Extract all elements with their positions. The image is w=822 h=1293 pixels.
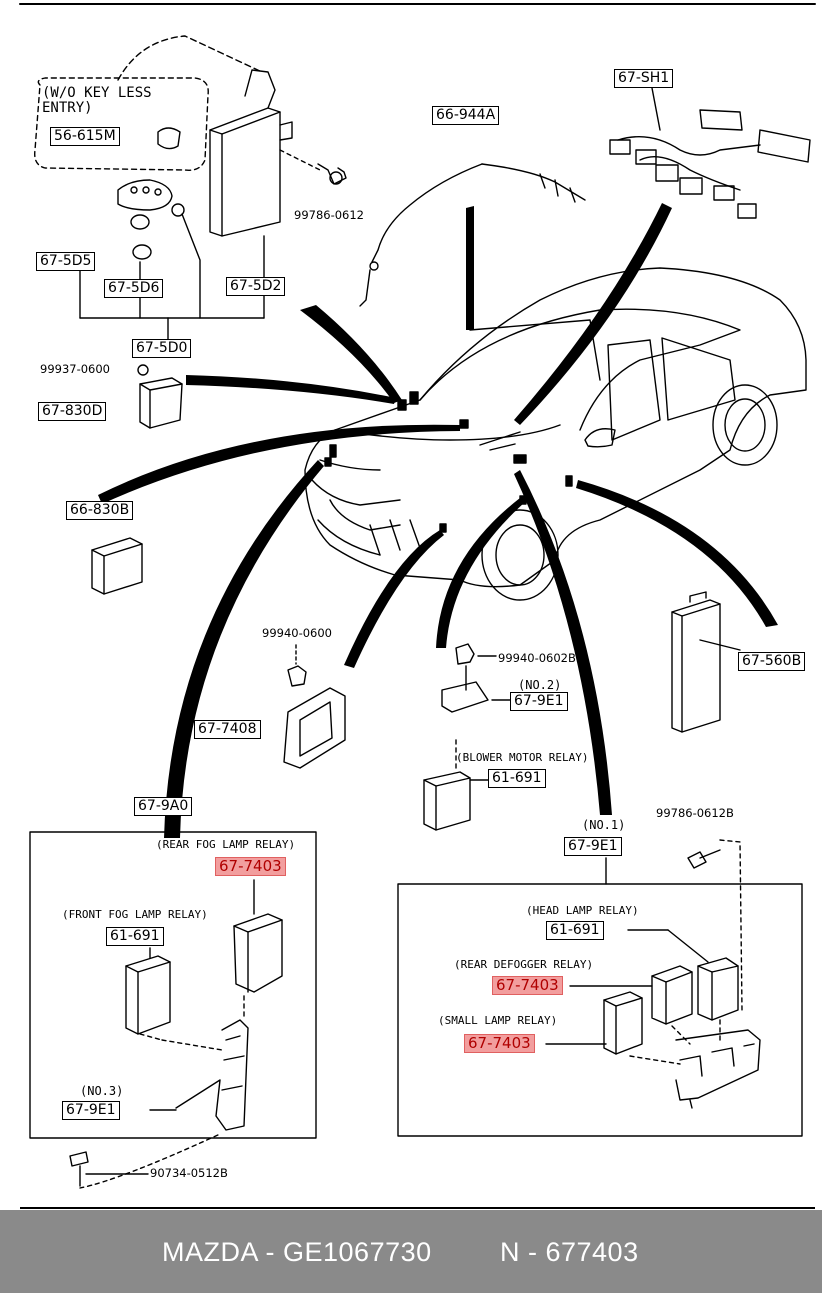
part-99940-0602B: 99940-0602B: [498, 651, 576, 665]
label-67-SH1[interactable]: 67-SH1: [614, 69, 674, 88]
label-67-7403-small[interactable]: 67-7403: [464, 1034, 535, 1053]
no2-note: (NO.2): [518, 678, 562, 692]
footer-number: N - 677403: [500, 1237, 639, 1267]
label-67-5D2[interactable]: 67-5D2: [226, 277, 286, 296]
label-67-7403-rear-defog[interactable]: 67-7403: [492, 976, 563, 995]
footer-brand-part: MAZDA - GE1067730: [162, 1237, 432, 1267]
part-90734-0512B: 90734-0512B: [150, 1166, 228, 1180]
label-67-5D0[interactable]: 67-5D0: [132, 339, 192, 358]
label-67-7408[interactable]: 67-7408: [194, 720, 261, 739]
label-61-691-front-fog[interactable]: 61-691: [106, 927, 164, 946]
part-99786-0612B: 99786-0612B: [656, 806, 734, 820]
label-67-9A0[interactable]: 67-9A0: [134, 797, 193, 816]
part-99937-0600: 99937-0600: [40, 362, 110, 376]
label-67-9E1-no1[interactable]: 67-9E1: [564, 837, 622, 856]
label-67-830D[interactable]: 67-830D: [38, 402, 107, 421]
part-99940-0600: 99940-0600: [262, 626, 332, 640]
rear-fog-lamp-relay-note: (REAR FOG LAMP RELAY): [156, 838, 296, 851]
wo-keyless-entry-note: (W/O KEY LESS ENTRY): [42, 85, 152, 116]
label-67-9E1-no2[interactable]: 67-9E1: [510, 692, 568, 711]
label-66-944A[interactable]: 66-944A: [432, 106, 500, 125]
label-61-691-blower[interactable]: 61-691: [488, 769, 546, 788]
no3-note: (NO.3): [80, 1084, 124, 1098]
blower-motor-relay-note: (BLOWER MOTOR RELAY): [456, 751, 589, 764]
rear-defogger-relay-note: (REAR DEFOGGER RELAY): [454, 958, 594, 971]
label-66-830B[interactable]: 66-830B: [66, 501, 134, 520]
label-67-5D6[interactable]: 67-5D6: [104, 279, 164, 298]
label-61-691-head[interactable]: 61-691: [546, 921, 604, 940]
no1-note: (NO.1): [582, 818, 626, 832]
label-56-615M[interactable]: 56-615M: [50, 127, 120, 146]
label-67-7403-rear-fog[interactable]: 67-7403: [215, 857, 286, 876]
small-lamp-relay-note: (SMALL LAMP RELAY): [438, 1014, 558, 1027]
diagram-drawing: [19, 3, 816, 1209]
head-lamp-relay-note: (HEAD LAMP RELAY): [526, 904, 639, 917]
label-67-560B[interactable]: 67-560B: [738, 652, 806, 671]
part-99786-0612: 99786-0612: [294, 208, 364, 222]
footer-bar: MAZDA - GE1067730 N - 677403: [0, 1210, 822, 1293]
label-67-5D5[interactable]: 67-5D5: [36, 252, 96, 271]
front-fog-lamp-relay-note: (FRONT FOG LAMP RELAY): [62, 908, 208, 921]
label-67-9E1-no3[interactable]: 67-9E1: [62, 1101, 120, 1120]
